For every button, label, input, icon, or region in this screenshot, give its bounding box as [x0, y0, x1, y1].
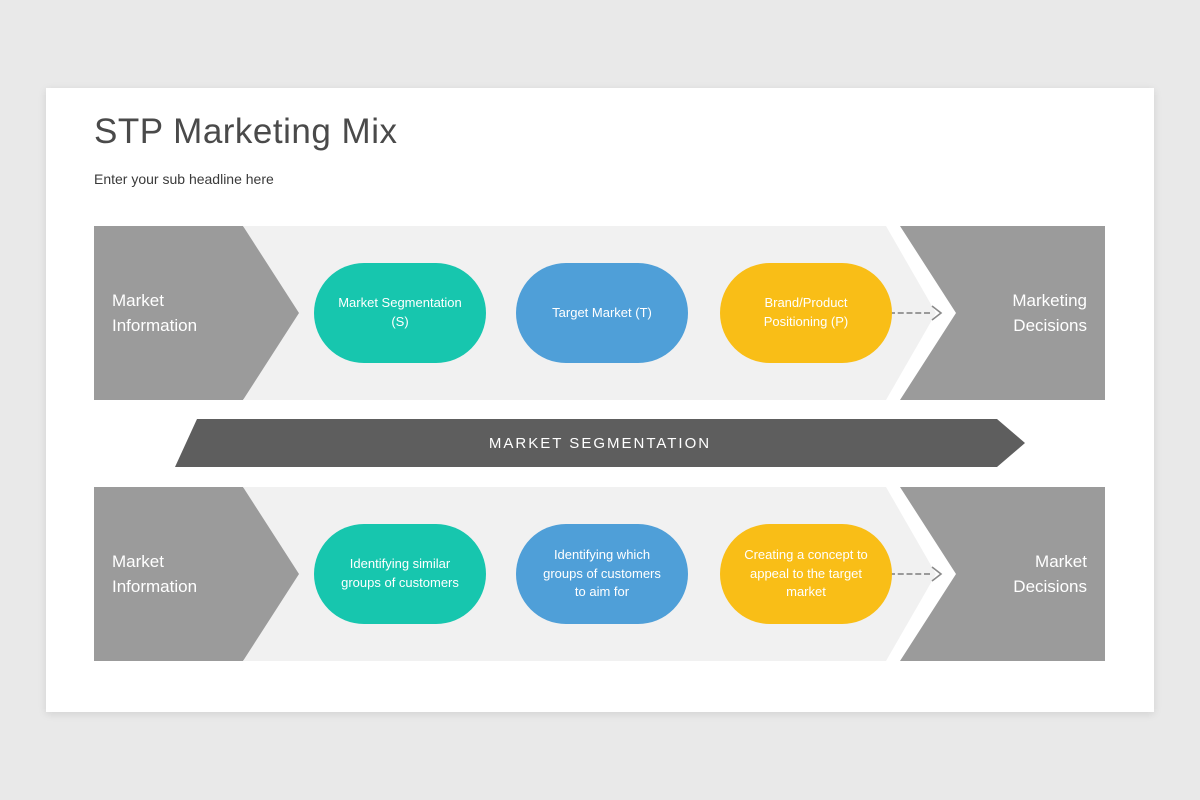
market-segmentation-banner: MARKET SEGMENTATION	[175, 419, 1025, 467]
create-concept-pill: Creating a concept to appeal to the targ…	[720, 524, 892, 624]
positioning-pill-label: Brand/Product Positioning (P)	[763, 295, 849, 329]
market-information-label: Market Information	[112, 551, 198, 596]
positioning-pill: Brand/Product Positioning (P)	[720, 263, 892, 363]
target-market-pill: Target Market (T)	[516, 263, 688, 363]
marketing-decisions-label: Marketing Decisions	[1012, 290, 1087, 336]
segmentation-pill: Market Segmentation (S)	[314, 263, 486, 363]
target-market-pill-label: Target Market (T)	[552, 304, 652, 320]
slide-title: STP Marketing Mix	[94, 112, 398, 151]
dashed-connector	[889, 312, 930, 314]
arrow-right-icon	[931, 305, 943, 321]
slide-card: STP Marketing Mix Enter your sub headlin…	[46, 88, 1154, 712]
stp-stages-row: Market Information Market Segmentation (…	[94, 226, 1105, 400]
identify-groups-pill-label: Identifying similar groups of customers	[341, 556, 459, 590]
market-information-label: Market Information	[112, 290, 198, 335]
dashed-connector	[889, 573, 930, 575]
market-segmentation-banner-label: MARKET SEGMENTATION	[488, 434, 712, 452]
arrow-right-icon	[931, 566, 943, 582]
identify-groups-pill: Identifying similar groups of customers	[314, 524, 486, 624]
segmentation-pill-label: Market Segmentation (S)	[338, 295, 462, 329]
stp-descriptions-row: Market Information Identifying similar g…	[94, 487, 1105, 661]
choose-groups-pill: Identifying which groups of customers to…	[516, 524, 688, 624]
market-decisions-label: Market Decisions	[1013, 551, 1087, 597]
slide-subtitle: Enter your sub headline here	[94, 171, 274, 187]
choose-groups-pill-label: Identifying which groups of customers to…	[543, 546, 661, 600]
create-concept-pill-label: Creating a concept to appeal to the targ…	[744, 546, 868, 600]
